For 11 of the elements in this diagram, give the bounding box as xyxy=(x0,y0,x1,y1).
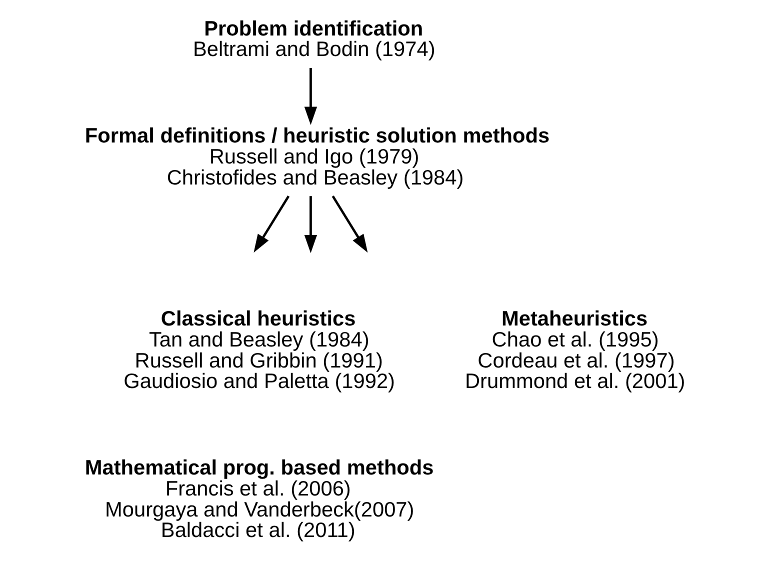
node-text: Formal definitions / heuristic solution methods Russell and Igo (1979) Christofides and Beasley (1984) xyxy=(84,124,550,190)
arrow xyxy=(304,196,318,254)
label: Chao et al. (1995) xyxy=(492,328,659,352)
arrow xyxy=(332,195,368,253)
label: Mathematical prog. based methods xyxy=(84,456,434,480)
node-text: Problem identification Beltrami and Bodin (1974) xyxy=(192,17,436,62)
arrow xyxy=(254,195,290,253)
label: Classical heuristics xyxy=(160,308,356,331)
arrow xyxy=(304,68,318,125)
label: Metaheuristics xyxy=(502,308,648,331)
label: Tan and Beasley (1984) xyxy=(148,328,370,352)
